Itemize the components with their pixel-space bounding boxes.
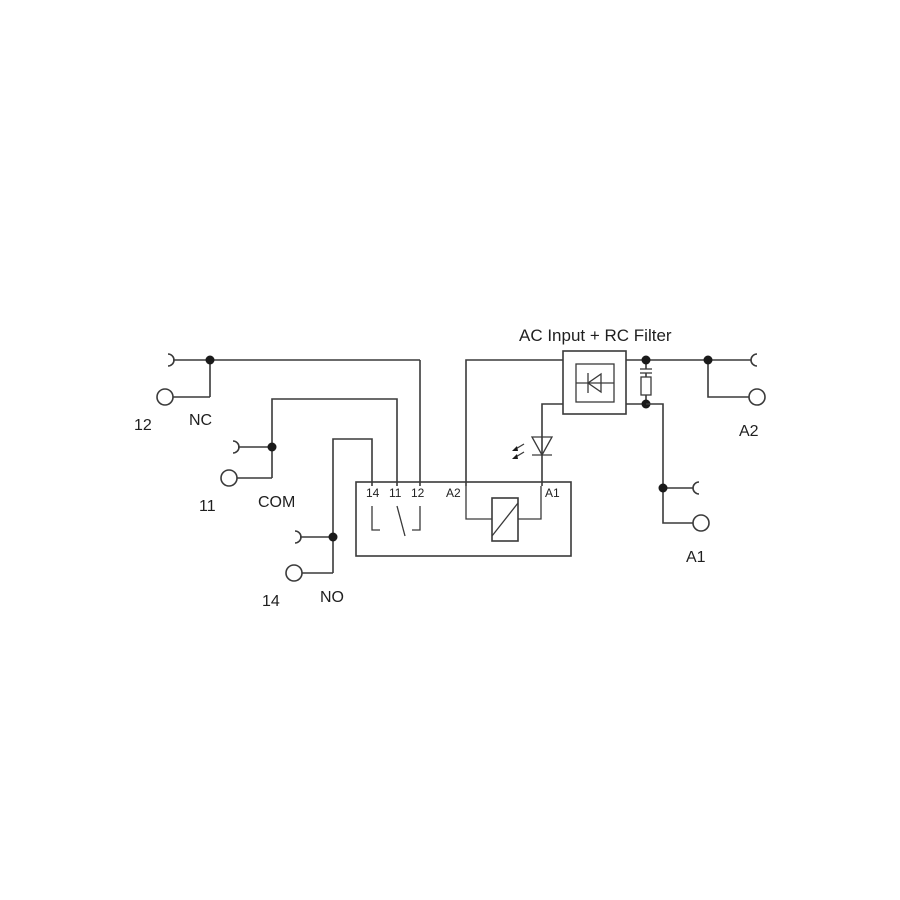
terminal-name-label: COM	[258, 494, 295, 511]
junction-dot	[267, 442, 277, 452]
terminal-number-label: 11	[199, 498, 216, 515]
pin-label: A1	[545, 486, 560, 500]
terminal-a2: A2	[703, 353, 766, 440]
terminal-number-label: 12	[134, 417, 152, 434]
terminal-a1: A1	[646, 403, 710, 566]
rc-filter-icon	[640, 360, 652, 404]
junction-dot	[641, 355, 651, 365]
pin-label: 11	[389, 486, 402, 500]
terminal-com: 11 COM	[199, 398, 398, 515]
rectifier-icon	[575, 363, 615, 403]
led-diode-icon	[530, 436, 554, 457]
terminal-name-label: NO	[320, 589, 344, 606]
junction-dot	[658, 483, 668, 493]
screw-terminal-icon	[748, 388, 766, 406]
pin-label: A2	[446, 486, 461, 500]
screw-terminal-icon	[285, 564, 303, 582]
led-indicator	[512, 403, 563, 486]
pin-label: 14	[366, 486, 380, 500]
changeover-contact-icon	[371, 505, 421, 537]
terminal-number-label: 14	[262, 593, 280, 610]
plug-socket-icon	[750, 353, 758, 367]
pin-label: 12	[411, 486, 425, 500]
junction-dot	[205, 355, 215, 365]
junction-dot	[328, 532, 338, 542]
relay-housing	[355, 481, 572, 557]
terminal-nc: 12 NC	[134, 353, 420, 434]
relay-module: 14 11 12 A2 A1	[355, 481, 572, 557]
terminal-no: 14 NO	[262, 438, 373, 610]
ac-input-rc-filter-block	[562, 350, 627, 415]
screw-terminal-icon	[156, 388, 174, 406]
light-emission-icon	[512, 443, 525, 459]
terminal-number-label: A1	[686, 549, 706, 566]
terminal-name-label: NC	[189, 412, 212, 429]
relay-coil-icon	[465, 486, 542, 542]
module-title: AC Input + RC Filter	[519, 326, 672, 345]
screw-terminal-icon	[220, 469, 238, 487]
plug-socket-icon	[692, 481, 700, 495]
junction-dot	[703, 355, 713, 365]
screw-terminal-icon	[692, 514, 710, 532]
terminal-number-label: A2	[739, 423, 759, 440]
rectifier-box	[562, 350, 627, 415]
